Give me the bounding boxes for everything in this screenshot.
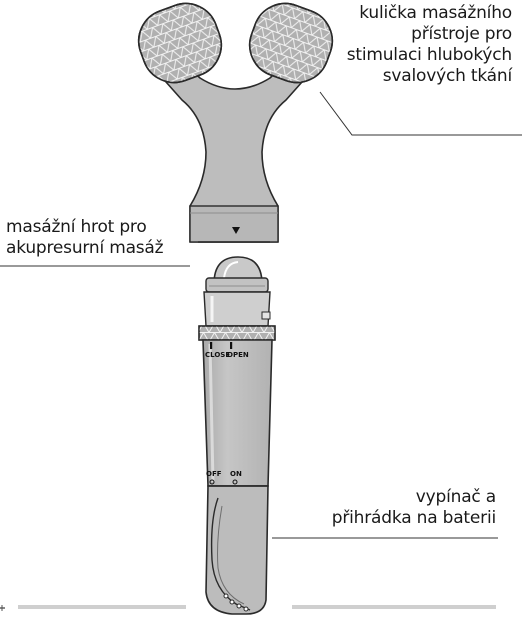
callout-line: přístroje pro: [347, 24, 512, 45]
callout-line: masážní hrot pro: [6, 217, 163, 238]
callout-acupressure-tip: masážní hrot pro akupresurní masáž: [6, 217, 163, 259]
roller-head: [130, 0, 341, 242]
footer-bar-left: [18, 605, 186, 609]
open-label: OPEN: [227, 351, 249, 359]
right-massage-ball: [241, 0, 341, 91]
callout-line: stimulaci hlubokých: [347, 45, 512, 66]
callout-massage-ball: kulička masážního přístroje pro stimulac…: [347, 3, 512, 87]
handle-body: CLOSE OPEN OFF ON: [199, 326, 275, 614]
callout-line: svalových tkání: [347, 66, 512, 87]
acupressure-tip: [204, 257, 270, 326]
callout-line: akupresurní masáž: [6, 238, 163, 259]
callout-switch-battery: vypínač a přihrádka na baterii: [332, 487, 496, 529]
footer-bar-right: [292, 605, 496, 609]
callout-line: přihrádka na baterii: [332, 508, 496, 529]
callout-line: kulička masážního: [347, 3, 512, 24]
leader-massage-ball: [320, 92, 522, 135]
off-label: OFF: [206, 470, 222, 478]
left-massage-ball: [130, 0, 230, 91]
on-label: ON: [230, 470, 242, 478]
callout-line: vypínač a: [332, 487, 496, 508]
